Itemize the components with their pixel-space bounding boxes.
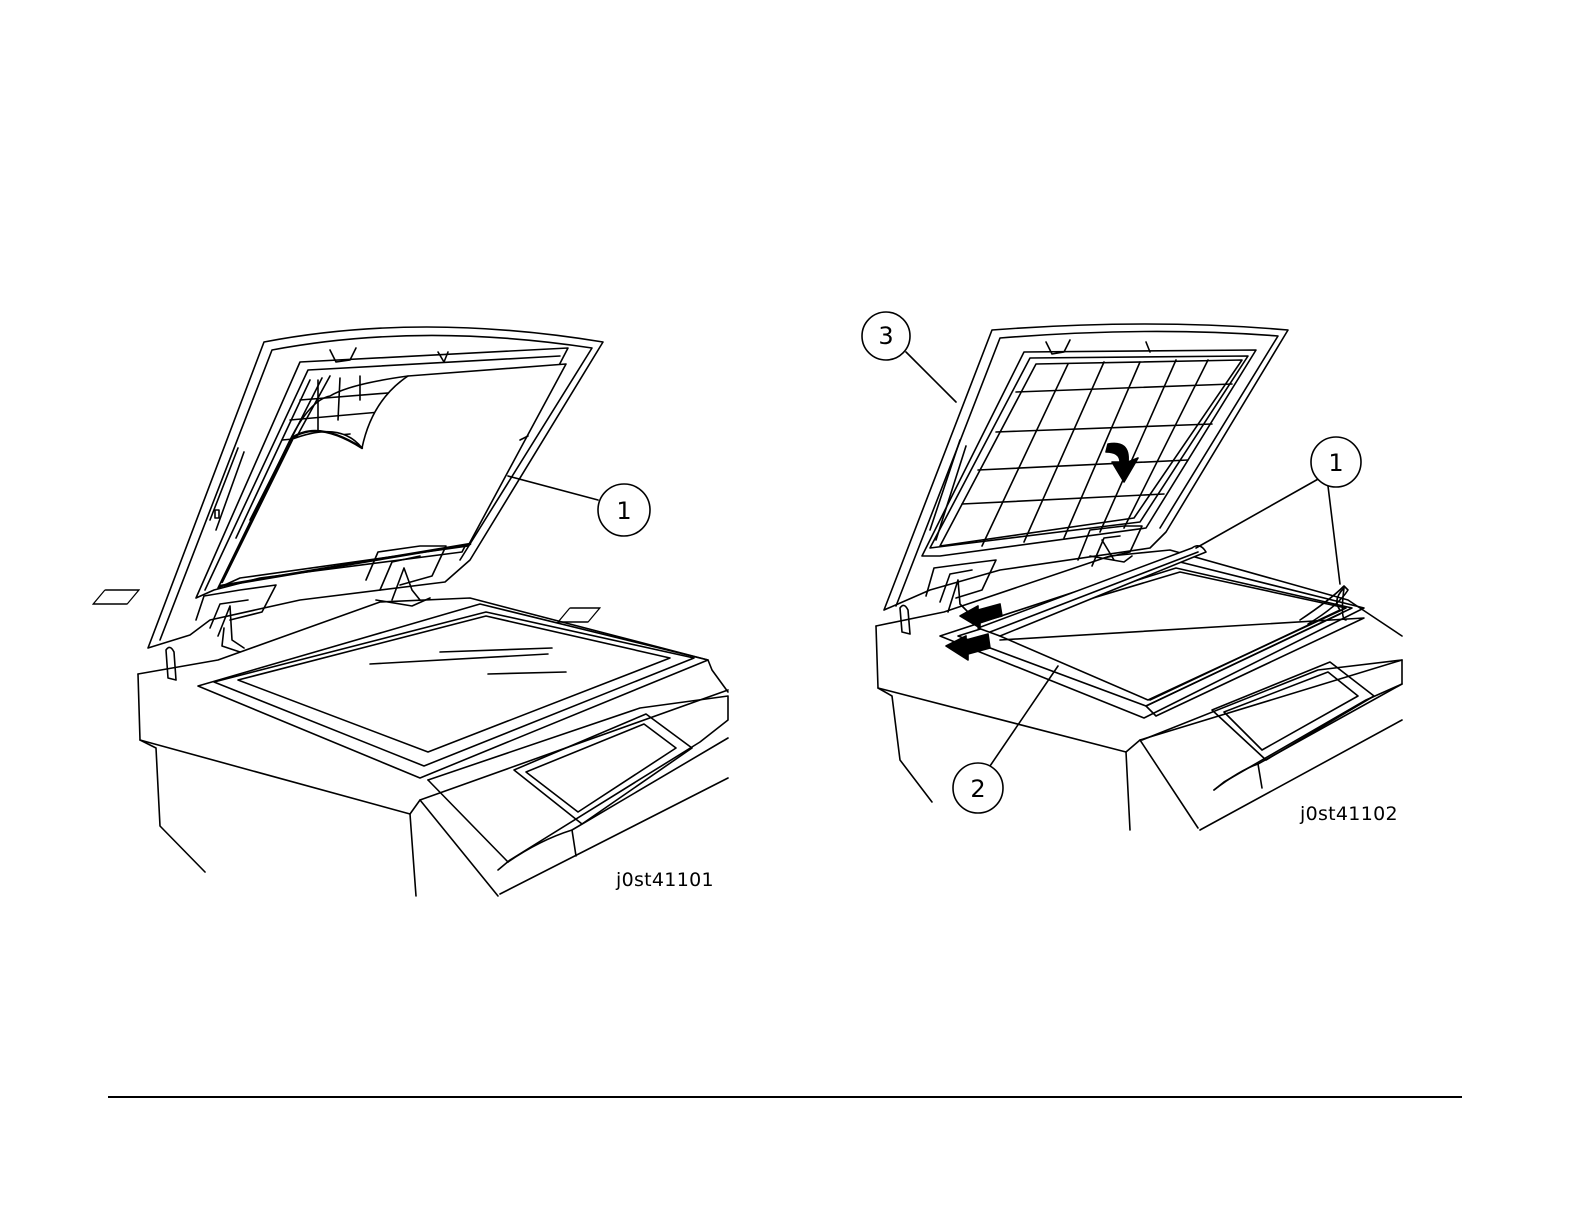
callout-3-document-cover: 3 — [862, 312, 956, 402]
callout-2-label: 2 — [970, 775, 985, 803]
callout-3-label: 3 — [878, 322, 893, 350]
page-divider — [108, 1096, 1462, 1098]
callout-1-label: 1 — [1328, 449, 1343, 477]
curved-arrow-icon — [1106, 443, 1138, 482]
figure-1-id: j0st41101 — [616, 869, 714, 891]
callout-2-registration-edge: 2 — [953, 666, 1058, 813]
figure-2-id: j0st41102 — [1300, 803, 1398, 825]
white-pad-strip — [978, 546, 1364, 716]
callout-1-white-pad: 1 — [1196, 437, 1361, 584]
hinge-left — [558, 560, 996, 622]
hinge-right — [1078, 526, 1142, 566]
